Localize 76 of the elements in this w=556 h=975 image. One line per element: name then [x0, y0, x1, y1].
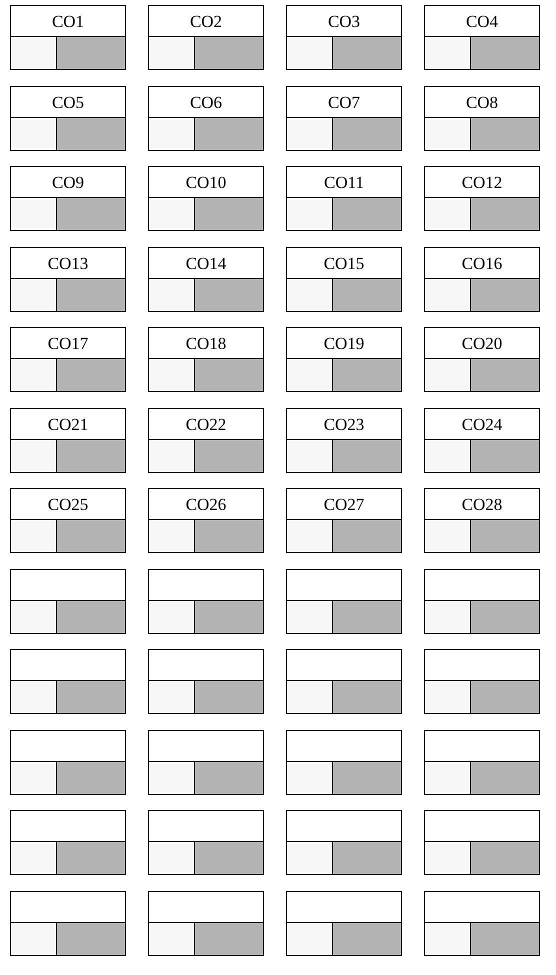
card-title: CO15	[322, 254, 366, 272]
label-card	[148, 327, 264, 392]
label-card	[424, 86, 540, 150]
card-title: CO17	[46, 334, 90, 353]
card-title: CO10	[184, 173, 228, 192]
card-title: CO9	[50, 173, 86, 192]
card-title: CO2	[188, 12, 224, 31]
card-title: CO19	[322, 334, 366, 353]
label-card	[148, 568, 264, 634]
card-title: CO3	[326, 12, 362, 31]
label-card	[286, 730, 402, 794]
card-title: CO16	[460, 254, 504, 272]
card-title: CO18	[184, 334, 228, 353]
label-card	[286, 86, 402, 150]
label-card	[286, 5, 402, 70]
label-card	[10, 166, 126, 231]
card-title: CO12	[460, 173, 504, 192]
label-card	[148, 5, 264, 70]
label-card	[10, 327, 126, 392]
card-title: CO28	[460, 495, 504, 514]
label-card	[424, 488, 540, 553]
label-card	[424, 649, 540, 714]
label-card	[286, 488, 402, 553]
label-card	[424, 5, 540, 70]
label-card	[424, 890, 540, 956]
label-card	[10, 408, 126, 472]
label-card	[148, 86, 264, 150]
card-title: CO11	[323, 173, 365, 192]
label-card	[10, 246, 126, 312]
label-card	[424, 408, 540, 472]
label-card	[424, 568, 540, 634]
card-title: CO23	[322, 414, 366, 434]
label-card	[286, 246, 402, 312]
label-card	[424, 166, 540, 231]
label-card	[286, 568, 402, 634]
label-card	[286, 327, 402, 392]
label-card	[424, 327, 540, 392]
label-card	[424, 810, 540, 875]
label-card	[286, 810, 402, 875]
label-card	[148, 488, 264, 553]
card-title: CO21	[46, 414, 90, 434]
label-card	[286, 649, 402, 714]
label-card	[286, 408, 402, 472]
label-card	[10, 890, 126, 956]
label-card	[148, 408, 264, 472]
card-title: CO1	[50, 12, 86, 31]
label-card	[148, 730, 264, 794]
card-title: CO5	[50, 92, 86, 112]
label-card	[424, 730, 540, 794]
card-title: CO27	[322, 495, 366, 514]
label-card	[424, 246, 540, 312]
card-title: CO6	[188, 92, 224, 112]
label-card	[286, 166, 402, 231]
card-title: CO14	[184, 254, 228, 272]
card-title: CO4	[464, 12, 500, 31]
card-title: CO20	[460, 334, 504, 353]
label-card	[148, 246, 264, 312]
label-card	[10, 488, 126, 553]
label-card	[10, 5, 126, 70]
card-title: CO25	[46, 495, 90, 514]
label-card	[148, 649, 264, 714]
label-card	[148, 166, 264, 231]
card-title: CO24	[460, 414, 504, 434]
label-card	[286, 890, 402, 956]
label-card	[148, 810, 264, 875]
card-title: CO26	[184, 495, 228, 514]
card-title: CO7	[326, 92, 362, 112]
label-card	[10, 649, 126, 714]
label-card	[148, 890, 264, 956]
label-card	[10, 86, 126, 150]
card-title: CO8	[464, 92, 500, 112]
label-card	[10, 730, 126, 794]
label-card	[10, 568, 126, 634]
card-title: CO22	[184, 414, 228, 434]
card-title: CO13	[46, 254, 90, 272]
label-card	[10, 810, 126, 875]
